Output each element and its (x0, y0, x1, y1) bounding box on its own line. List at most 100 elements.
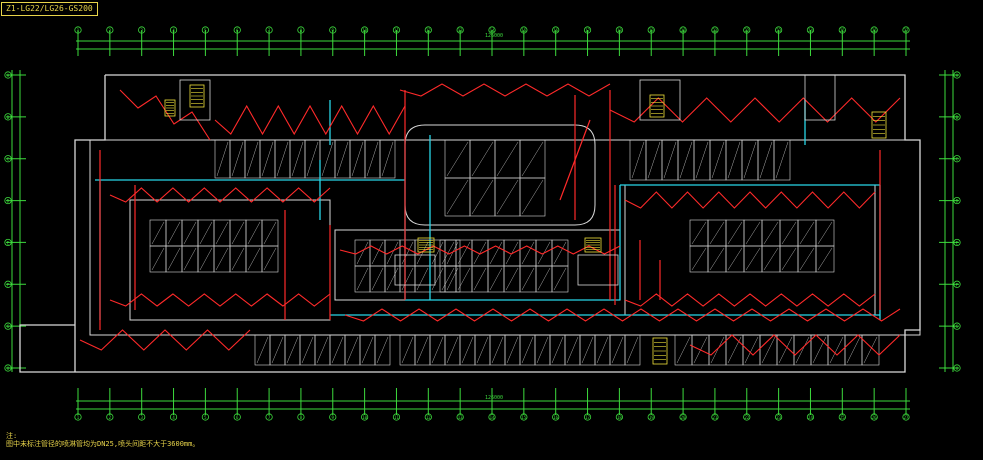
stall-diagonal (286, 336, 299, 364)
stall-diagonal (537, 267, 551, 291)
stairwell (417, 237, 435, 253)
axis-bubble (456, 413, 464, 421)
axis-bubble (106, 413, 114, 421)
stall-diagonal (366, 141, 379, 177)
axis-bubble (870, 413, 878, 421)
stall-diagonal (553, 267, 567, 291)
stall-diagonal (505, 267, 519, 291)
axis-label: 14 (490, 415, 495, 420)
axis-bubble (953, 238, 961, 247)
sprinkler-branch (624, 191, 876, 209)
stall-diagonal (416, 267, 429, 291)
overall-dimension: 126000 (485, 395, 503, 401)
axis-bubble (488, 26, 496, 34)
stall-diagonal (829, 336, 844, 364)
sprinkler-branch (339, 245, 621, 255)
main-water-pipes (95, 100, 881, 320)
axis-label: B (956, 115, 959, 120)
stall-diagonal (183, 247, 197, 271)
axis-label: 6 (236, 415, 239, 420)
axis-label: 26 (872, 28, 877, 33)
elevator-lobby (577, 254, 619, 286)
axis-bubble (552, 413, 560, 421)
axis-bubble (953, 196, 961, 205)
stall-diagonal (246, 141, 259, 177)
axis-bubble (138, 413, 146, 421)
sprinkler-branch (109, 293, 331, 307)
stall-diagonal (496, 179, 519, 215)
sprinkler-branch (79, 329, 251, 351)
axis-label: 8 (300, 28, 303, 33)
axis-label: 25 (840, 415, 845, 420)
stall-diagonal (457, 241, 471, 265)
parking-stall (773, 139, 791, 181)
axis-bubble (265, 26, 273, 34)
axis-label: 14 (490, 28, 495, 33)
building-walls (19, 74, 921, 373)
sprinkler-branch (214, 104, 406, 136)
stall-diagonal (743, 141, 757, 179)
axis-bubble (74, 26, 82, 34)
axis-label: 2 (109, 415, 112, 420)
parking-stall (261, 245, 279, 273)
entry-annex (19, 324, 76, 373)
axis-label: 20 (681, 28, 686, 33)
stall-diagonal (431, 241, 444, 265)
stall-diagonal (566, 336, 579, 364)
axis-bubble (424, 26, 432, 34)
stall-diagonal (727, 247, 743, 271)
ramp-loop (404, 124, 596, 226)
stall-diagonal (199, 247, 213, 271)
stall-diagonal (261, 141, 274, 177)
stall-diagonal (817, 247, 833, 271)
axis-label: 21 (713, 415, 718, 420)
axis-bubble (679, 413, 687, 421)
axis-label: 16 (553, 28, 558, 33)
axis-label: H (7, 366, 10, 371)
overall-dimension: 126000 (485, 33, 503, 39)
axis-bubble (838, 413, 846, 421)
stall-diagonal (301, 336, 314, 364)
axis-bubble (953, 113, 961, 121)
core-room (639, 79, 681, 121)
core-room (804, 74, 836, 121)
note-heading: 注: (6, 432, 18, 440)
axis-bubble (743, 26, 751, 34)
axis-label: 24 (808, 415, 813, 420)
stall-diagonal (795, 336, 810, 364)
stall-diagonal (336, 141, 349, 177)
axis-bubble (297, 413, 305, 421)
axis-bubble (743, 413, 751, 421)
stall-diagonal (491, 336, 504, 364)
axis-bubble (583, 413, 592, 421)
stall-diagonal (763, 247, 779, 271)
axis-label: 9 (332, 28, 335, 33)
axis-label: 26 (872, 415, 877, 420)
stall-diagonal (446, 336, 459, 364)
axis-label: 17 (585, 415, 590, 420)
stall-diagonal (356, 267, 369, 291)
axis-bubble (902, 26, 910, 34)
axis-label: 7 (268, 415, 271, 420)
axis-label: 10 (362, 415, 367, 420)
stairwell (584, 237, 602, 253)
stall-diagonal (647, 141, 661, 179)
sprinkler-branch (624, 293, 876, 307)
axis-bubble (615, 413, 623, 421)
axis-label: 12 (426, 28, 431, 33)
stall-diagonal (263, 247, 277, 271)
stall-diagonal (247, 221, 261, 245)
axis-bubble (775, 413, 783, 421)
axis-label: 27 (904, 415, 909, 420)
axis-bubble (552, 26, 560, 34)
axis-label: 21 (713, 28, 718, 33)
stall-diagonal (457, 267, 471, 291)
axis-label: 12 (426, 415, 431, 420)
stall-diagonal (745, 221, 761, 245)
stall-diagonal (276, 141, 289, 177)
axis-label: 24 (808, 28, 813, 33)
axis-label: 5 (204, 415, 207, 420)
stall-diagonal (306, 141, 319, 177)
axis-bubble (953, 155, 961, 163)
axis-bubble (4, 71, 12, 79)
